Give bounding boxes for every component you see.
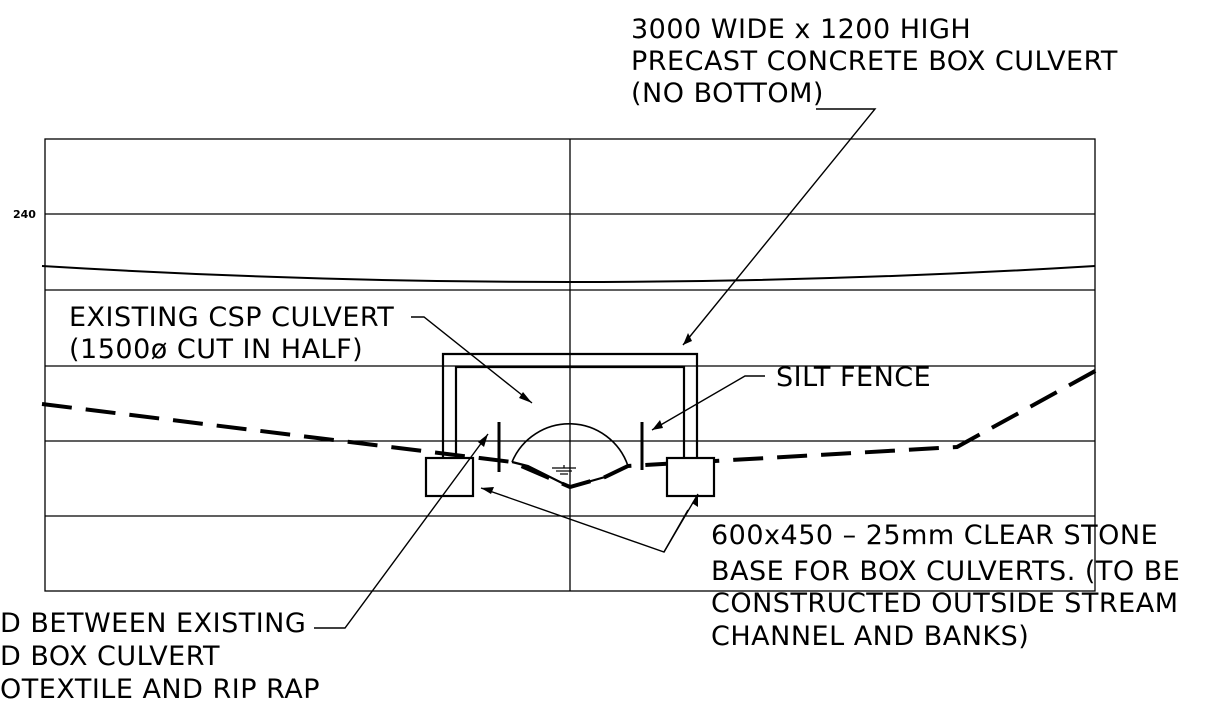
note-stone-base: 600x450 – 25mm CLEAR STONE BASE FOR BOX … — [711, 520, 1189, 652]
leader-csp — [411, 316, 533, 404]
stone-base-right — [665, 456, 716, 498]
box-culvert-inner — [454, 365, 686, 460]
stream-channel — [511, 460, 629, 489]
note-silt-fence: SILT FENCE — [776, 362, 931, 393]
note-existing-csp-line-2: (1500ø CUT IN HALF) — [69, 334, 363, 365]
note-fill-line-2: D BOX CULVERT — [0, 641, 220, 672]
note-stone-base-line-3: CONSTRUCTED OUTSIDE STREAM — [711, 588, 1179, 619]
note-stone-base-line-4: CHANNEL AND BANKS) — [711, 621, 1029, 652]
section-grid — [44, 138, 1096, 592]
note-silt-fence-line-1: SILT FENCE — [776, 362, 931, 393]
csp-culvert — [511, 423, 629, 467]
box-culvert — [441, 352, 699, 460]
water-level-symbol — [552, 465, 576, 475]
note-box-culvert-line-1: 3000 WIDE x 1200 HIGH — [631, 14, 971, 45]
note-stone-base-line-2: BASE FOR BOX CULVERTS. (TO BE — [711, 556, 1180, 587]
note-fill-line-3: OTEXTILE AND RIP RAP — [0, 674, 320, 705]
note-existing-csp-line-1: EXISTING CSP CULVERT — [69, 302, 394, 333]
leader-stone-right — [663, 493, 699, 553]
road-profile-line — [41, 265, 1096, 283]
note-box-culvert-line-2: PRECAST CONCRETE BOX CULVERT — [631, 46, 1118, 77]
leader-fill — [314, 433, 489, 629]
leader-stone-left — [480, 487, 689, 553]
leader-lines — [314, 108, 877, 629]
note-fill-between: D BETWEEN EXISTING D BOX CULVERT OTEXTIL… — [0, 608, 320, 705]
leader-box-culvert — [682, 108, 877, 346]
note-existing-csp: EXISTING CSP CULVERT (1500ø CUT IN HALF) — [69, 302, 403, 365]
elevation-label: 240 — [13, 208, 36, 221]
leader-arrowheads — [478, 333, 698, 507]
note-box-culvert: 3000 WIDE x 1200 HIGH PRECAST CONCRETE B… — [631, 14, 1127, 109]
note-fill-line-1: D BETWEEN EXISTING — [0, 608, 306, 639]
note-stone-base-line-1: 600x450 – 25mm CLEAR STONE — [711, 520, 1158, 551]
box-culvert-outer — [441, 352, 699, 460]
note-box-culvert-line-3: (NO BOTTOM) — [631, 78, 824, 109]
leader-silt-fence — [651, 375, 765, 431]
